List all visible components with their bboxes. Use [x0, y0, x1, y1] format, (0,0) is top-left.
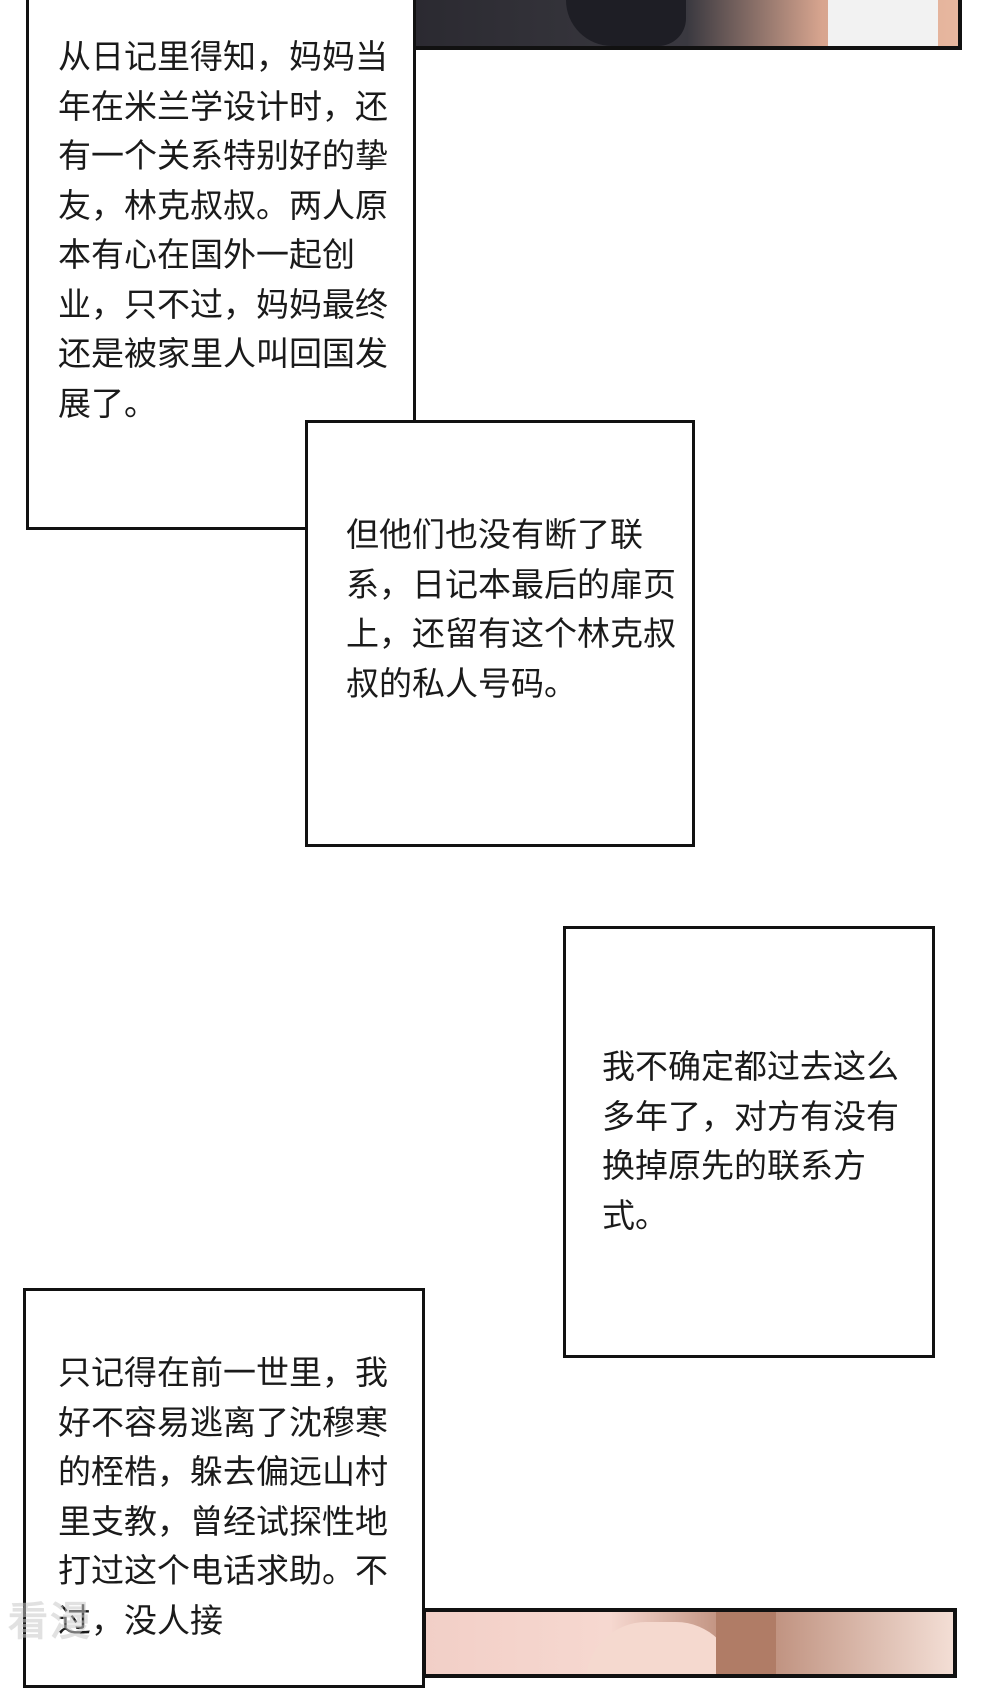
watermark-logo: 看漫 — [8, 1599, 92, 1645]
caption-box-join — [308, 423, 413, 527]
character-hair-strand — [716, 1612, 776, 1674]
background-wall — [828, 0, 938, 46]
caption-box-3 — [563, 926, 935, 1358]
character-hair — [566, 0, 686, 46]
caption-text-3: 我不确定都过去这么多年了，对方有没有换掉原先的联系方式。 — [602, 1047, 899, 1235]
caption-text-4: 只记得在前一世里，我好不容易逃离了沈穆寒的桎梏，躲去偏远山村里支教，曾经试探性地… — [58, 1353, 388, 1640]
comic-panel-top — [412, 0, 962, 50]
caption-box-4 — [23, 1288, 425, 1688]
caption-text-2: 但他们也没有断了联系，日记本最后的扉页上，还留有这个林克叔叔的私人号码。 — [346, 515, 676, 703]
caption-text-1: 从日记里得知，妈妈当年在米兰学设计时，还有一个关系特别好的挚友，林克叔叔。两人原… — [58, 37, 388, 423]
comic-panel-bottom — [422, 1608, 957, 1678]
character-face — [586, 1622, 736, 1674]
